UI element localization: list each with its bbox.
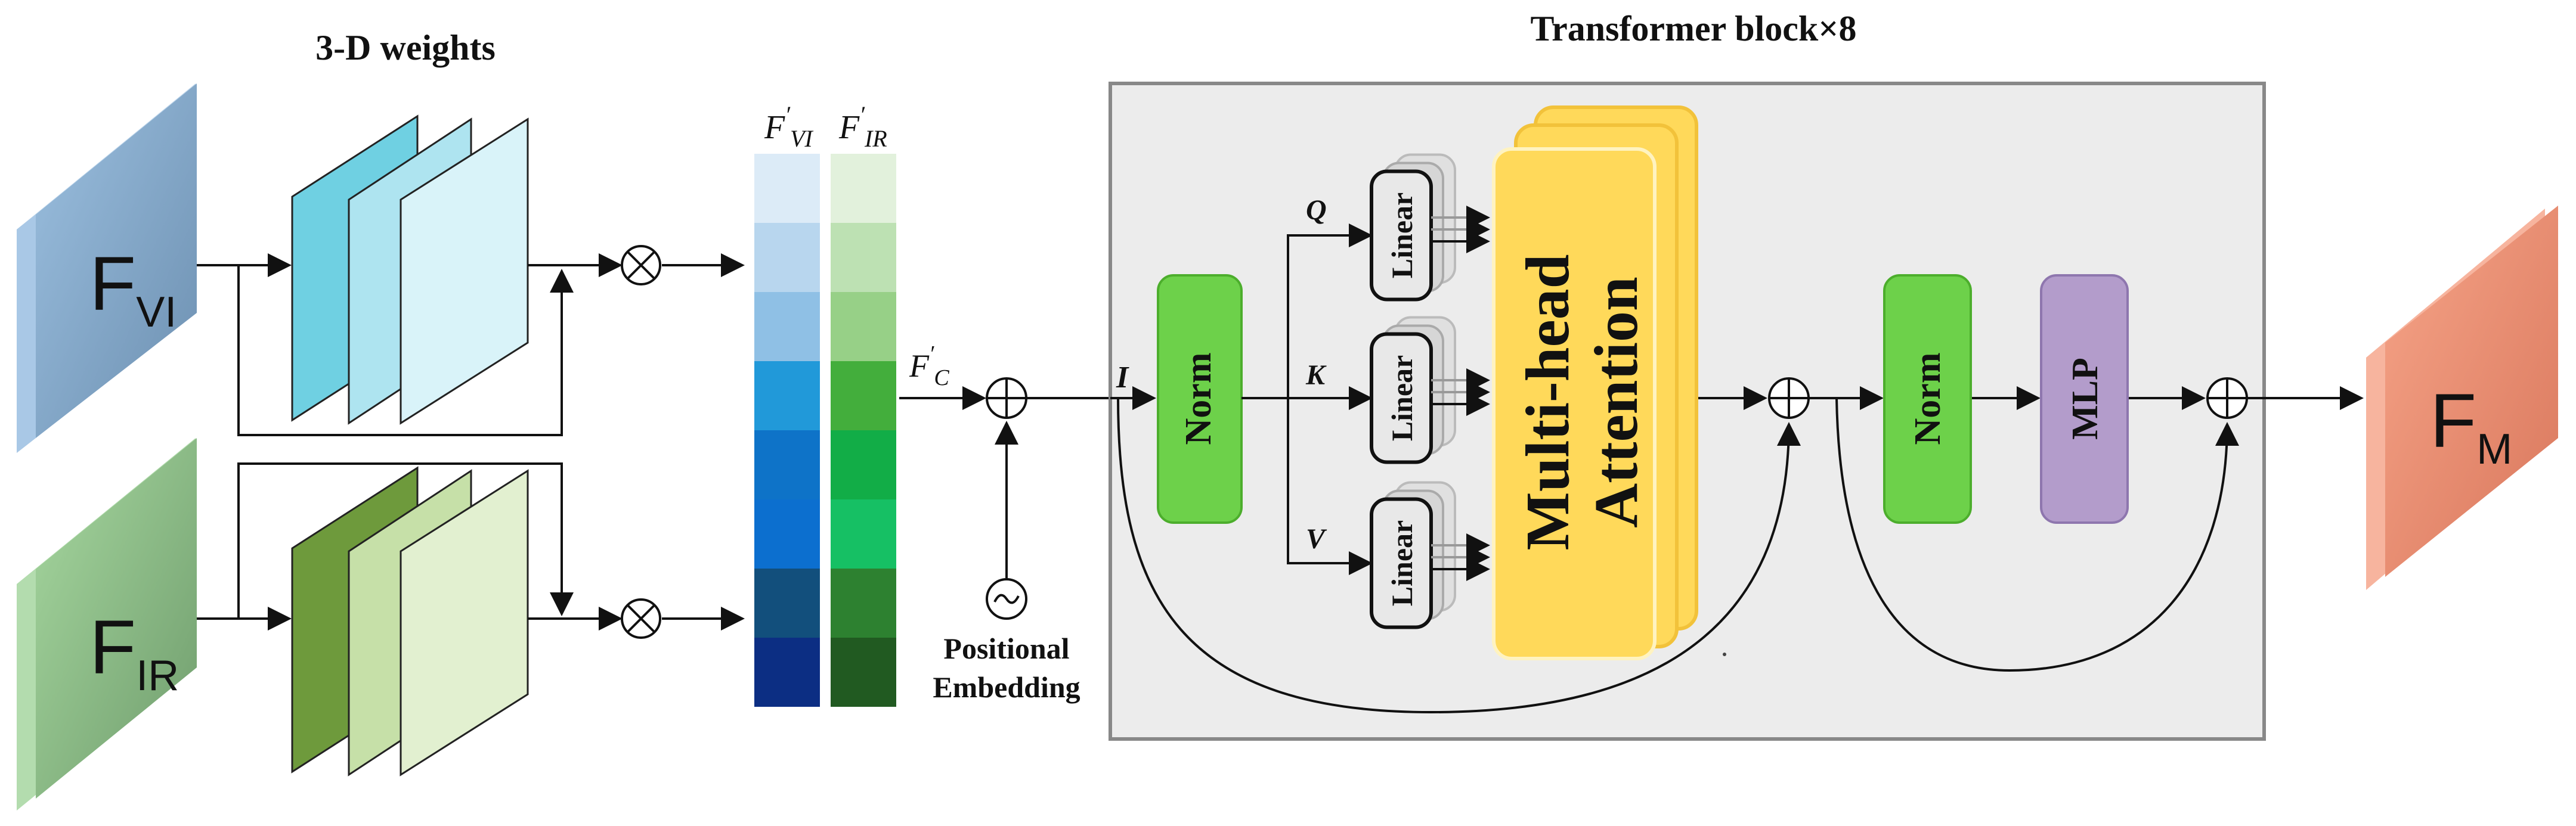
transformer-title: Transformer block×8 <box>1531 9 1857 48</box>
norm-2-label: Norm <box>1908 353 1948 445</box>
token-strip-ir-cell <box>831 638 896 707</box>
weights-ir-stack <box>291 466 529 777</box>
k-label: K <box>1305 359 1327 391</box>
linear-layer <box>1370 497 1433 629</box>
qkv-lines <box>1241 223 1373 575</box>
token-strip-ir-cell <box>831 499 896 569</box>
feature-ir-block: FIR <box>17 438 197 811</box>
weights-vi-stack <box>291 114 529 425</box>
linear-v-stack: Linear <box>1370 481 1490 629</box>
mha-label-1: Multi-head <box>1513 254 1582 551</box>
linear-label: Linear <box>1385 355 1419 441</box>
token-strip-vi-cell <box>754 499 820 569</box>
feature-vi-block: FVI <box>17 83 197 453</box>
linear-k-stack: Linear <box>1370 316 1490 464</box>
token-strip-vi-cell <box>754 569 820 638</box>
feature-vi-label: FVI <box>89 241 177 336</box>
token-strip-ir <box>831 154 896 707</box>
token-strip-vi-cell <box>754 292 820 361</box>
linear-layer <box>1370 332 1433 464</box>
transformer-flow-lines <box>1117 386 2364 714</box>
feature-ir-prime-label: F′IR <box>838 101 887 152</box>
mlp-label: MLP <box>2065 358 2106 440</box>
positional-embedding-label-1: Positional <box>943 632 1069 665</box>
token-strip-vi-cell <box>754 430 820 499</box>
token-strip-ir-cell <box>831 569 896 638</box>
vi-branch-lines <box>197 253 745 436</box>
multi-head-attention-stack: Multi-head Attention <box>1492 105 1698 660</box>
positional-embedding-icon <box>986 578 1027 620</box>
feature-c-prime-label: F′C <box>909 341 949 390</box>
token-strip-vi-cell <box>754 361 820 430</box>
weights-title: 3-D weights <box>315 28 496 67</box>
mha-label-2: Attention <box>1582 277 1651 528</box>
token-strip-ir-cell <box>831 154 896 223</box>
norm-1-label: Norm <box>1178 353 1219 445</box>
v-label: V <box>1306 523 1327 555</box>
token-strip-ir-cell <box>831 361 896 430</box>
feature-ir-label: FIR <box>89 605 179 700</box>
linear-q-stack: Linear <box>1370 153 1490 302</box>
feature-vi-prime-label: F′VI <box>764 101 813 152</box>
positional-embedding-label-2: Embedding <box>933 670 1080 704</box>
multiply-ir-icon <box>621 598 661 639</box>
q-label: Q <box>1306 194 1327 226</box>
ir-branch-lines <box>197 462 745 631</box>
add-positional-icon <box>986 377 1027 419</box>
add-attention-icon <box>1768 377 1810 419</box>
token-strip-vi-cell <box>754 154 820 223</box>
token-strip-vi-cell <box>754 223 820 292</box>
token-strip-ir-cell <box>831 430 896 499</box>
linear-label: Linear <box>1385 520 1419 606</box>
token-strip-vi <box>754 154 820 707</box>
stray-dot <box>1723 653 1726 656</box>
token-strip-ir-cell <box>831 292 896 361</box>
feature-m-label: FM <box>2430 378 2512 473</box>
add-mlp-icon <box>2206 377 2248 419</box>
token-strip-ir-cell <box>831 223 896 292</box>
linear-label: Linear <box>1385 192 1419 278</box>
norm-block-2: Norm <box>1883 274 1972 524</box>
linear-layer <box>1370 169 1433 302</box>
input-i-label: I <box>1116 361 1129 395</box>
mlp-block: MLP <box>2040 274 2129 524</box>
multiply-vi-icon <box>621 245 661 285</box>
token-strip-vi-cell <box>754 638 820 707</box>
feature-m-block: FM <box>2366 206 2558 590</box>
norm-block-1: Norm <box>1157 274 1243 524</box>
